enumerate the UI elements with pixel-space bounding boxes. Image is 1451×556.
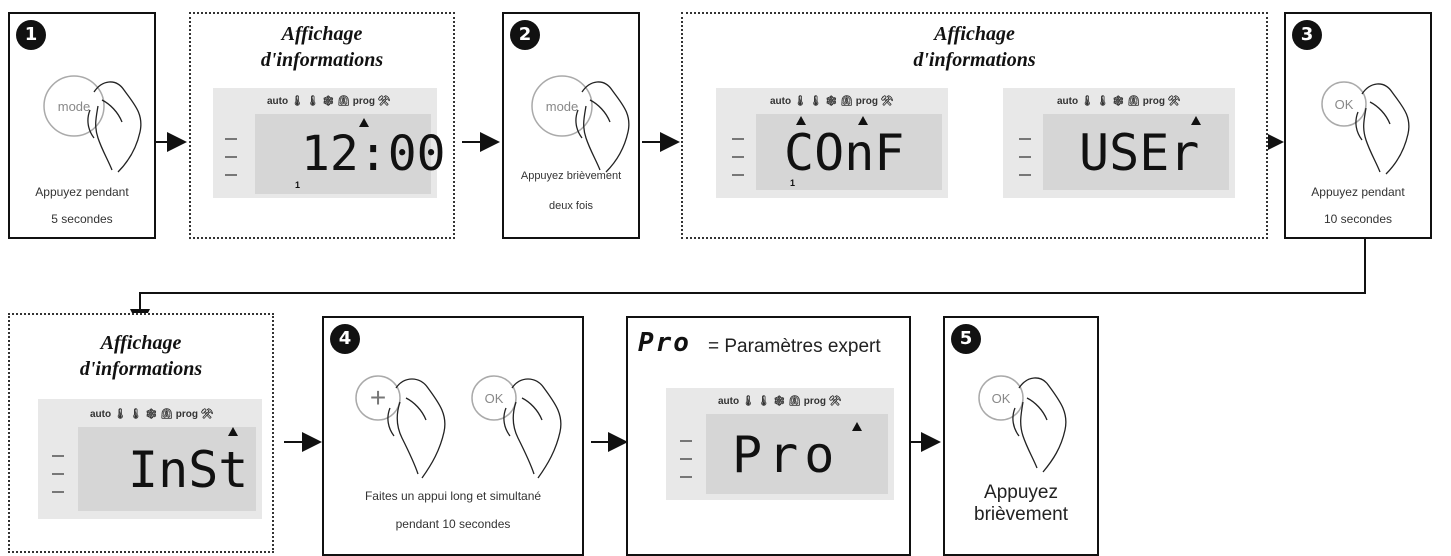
step-1-badge: 1 bbox=[16, 20, 46, 50]
pro-description: = Paramètres expert bbox=[708, 336, 881, 357]
lcd-screen: InSt bbox=[78, 427, 256, 511]
step-2-badge: 2 bbox=[510, 20, 540, 50]
info-title-line2: d'informations bbox=[79, 358, 203, 380]
lcd-level-mark bbox=[1019, 156, 1031, 158]
lcd-level-mark bbox=[1019, 174, 1031, 176]
step-3-badge: 3 bbox=[1292, 20, 1322, 50]
lcd-readout: COnF bbox=[784, 124, 905, 182]
lcd-readout: USEr bbox=[1079, 124, 1200, 182]
lcd-channel: 1 bbox=[790, 178, 796, 188]
mode-button-label: mode bbox=[58, 99, 91, 114]
lcd-indicator-arrow bbox=[796, 116, 806, 125]
lcd-level-mark bbox=[732, 138, 744, 140]
step-1-panel: 1 mode Appuyez pendant 5 secondes bbox=[8, 12, 156, 239]
ok-button-hand-icon: OK bbox=[1321, 81, 1410, 175]
lcd-display-inst: auto 🌡 🌡 ❄ ⏲ prog ⚒ InSt bbox=[38, 399, 262, 519]
lcd-indicator-arrow bbox=[852, 422, 862, 431]
lcd-level-mark bbox=[52, 473, 64, 475]
lcd-indicator-arrow bbox=[228, 427, 238, 436]
pro-code: Pro bbox=[638, 328, 691, 358]
mode-button-label: mode bbox=[546, 99, 579, 114]
lcd-level-mark bbox=[680, 440, 692, 442]
pro-panel: Pro = Paramètres expert auto 🌡 🌡 ❄ ⏲ pro… bbox=[626, 316, 911, 556]
lcd-readout: 12:00 bbox=[301, 126, 446, 182]
lcd-status-icons: auto 🌡 🌡 ❄ ⏲ prog ⚒ bbox=[770, 96, 894, 107]
lcd-indicator-arrow bbox=[359, 118, 369, 127]
lcd-indicator-arrow bbox=[1191, 116, 1201, 125]
step-5-panel: 5 OK Appuyez brièvement bbox=[943, 316, 1099, 556]
lcd-level-mark bbox=[225, 174, 237, 176]
step-4-badge: 4 bbox=[330, 324, 360, 354]
lcd-level-mark bbox=[680, 458, 692, 460]
plus-button-label: + bbox=[370, 382, 386, 413]
lcd-level-mark bbox=[732, 156, 744, 158]
info-title-line1: Affichage bbox=[281, 23, 363, 45]
step-3-panel: 3 OK Appuyez pendant 10 secondes bbox=[1284, 12, 1432, 239]
step-5-caption-line2: brièvement bbox=[974, 504, 1068, 525]
info-title-line1: Affichage bbox=[100, 332, 182, 354]
lcd-status-icons: auto 🌡 🌡 ❄ ⏲ prog ⚒ bbox=[718, 396, 842, 407]
step-1-caption-line1: Appuyez pendant bbox=[35, 185, 129, 199]
step-2-caption-line2: deux fois bbox=[548, 200, 594, 212]
info-title-line2: d'informations bbox=[260, 49, 384, 71]
lcd-status-icons: auto 🌡 🌡 ❄ ⏲ prog ⚒ bbox=[1057, 96, 1181, 107]
info-panel-conf-user: Affichage d'informations auto 🌡 🌡 ❄ ⏲ pr… bbox=[681, 12, 1268, 239]
lcd-screen: COnF 1 bbox=[756, 114, 942, 190]
lcd-status-icons: auto 🌡 🌡 ❄ ⏲ prog ⚒ bbox=[90, 409, 214, 420]
step-5-caption-line1: Appuyez bbox=[984, 482, 1058, 503]
lcd-level-mark bbox=[52, 491, 64, 493]
lcd-level-mark bbox=[680, 476, 692, 478]
ok-button-hand-icon: OK bbox=[471, 375, 562, 479]
ok-button-label: OK bbox=[485, 391, 504, 406]
lcd-display-user: auto 🌡 🌡 ❄ ⏲ prog ⚒ USEr bbox=[1003, 88, 1235, 198]
lcd-display-conf: auto 🌡 🌡 ❄ ⏲ prog ⚒ COnF 1 bbox=[716, 88, 948, 198]
lcd-level-mark bbox=[732, 174, 744, 176]
plus-button-hand-icon: + bbox=[355, 375, 446, 479]
lcd-channel: 1 bbox=[295, 180, 301, 190]
mode-button-hand-icon: mode bbox=[43, 75, 142, 173]
lcd-screen: Pro bbox=[706, 414, 888, 494]
step-4-caption-line2: pendant 10 secondes bbox=[395, 517, 511, 531]
arrow-5-6 bbox=[130, 238, 1366, 329]
step-5-badge: 5 bbox=[951, 324, 981, 354]
step-4-caption-line1: Faites un appui long et simultané bbox=[364, 489, 542, 503]
ok-button-label: OK bbox=[1335, 97, 1354, 112]
lcd-level-mark bbox=[1019, 138, 1031, 140]
step-2-caption-line1: Appuyez brièvement bbox=[520, 170, 622, 182]
info-panel-clock: Affichage d'informations auto 🌡 🌡 ❄ ⏲ pr… bbox=[189, 12, 455, 239]
step-3-caption-line2: 10 secondes bbox=[1323, 212, 1393, 226]
mode-button-hand-icon: mode bbox=[531, 75, 630, 173]
step-3-caption-line1: Appuyez pendant bbox=[1311, 185, 1405, 199]
lcd-readout: InSt bbox=[128, 441, 249, 499]
lcd-readout: Pro bbox=[732, 426, 841, 484]
lcd-level-mark bbox=[225, 138, 237, 140]
lcd-indicator-arrow bbox=[858, 116, 868, 125]
step-1-caption-line2: 5 secondes bbox=[51, 212, 113, 226]
ok-button-hand-icon: OK bbox=[978, 375, 1067, 473]
info-title-line1: Affichage bbox=[934, 23, 1015, 45]
step-4-panel: 4 + OK Faites un appui long et simultané… bbox=[322, 316, 584, 556]
lcd-level-mark bbox=[225, 156, 237, 158]
info-panel-inst: Affichage d'informations auto 🌡 🌡 ❄ ⏲ pr… bbox=[8, 313, 274, 553]
ok-button-label: OK bbox=[992, 391, 1011, 406]
lcd-screen: USEr bbox=[1043, 114, 1229, 190]
lcd-screen: 12:00 1 bbox=[255, 114, 446, 194]
lcd-status-icons: auto 🌡 🌡 ❄ ⏲ prog ⚒ bbox=[267, 96, 391, 107]
lcd-level-mark bbox=[52, 455, 64, 457]
info-title-line2: d'informations bbox=[913, 49, 1036, 71]
step-2-panel: 2 mode Appuyez brièvement deux fois bbox=[502, 12, 640, 239]
lcd-display-clock: auto 🌡 🌡 ❄ ⏲ prog ⚒ 12:00 1 bbox=[213, 88, 446, 198]
lcd-display-pro: auto 🌡 🌡 ❄ ⏲ prog ⚒ Pro bbox=[666, 388, 894, 500]
